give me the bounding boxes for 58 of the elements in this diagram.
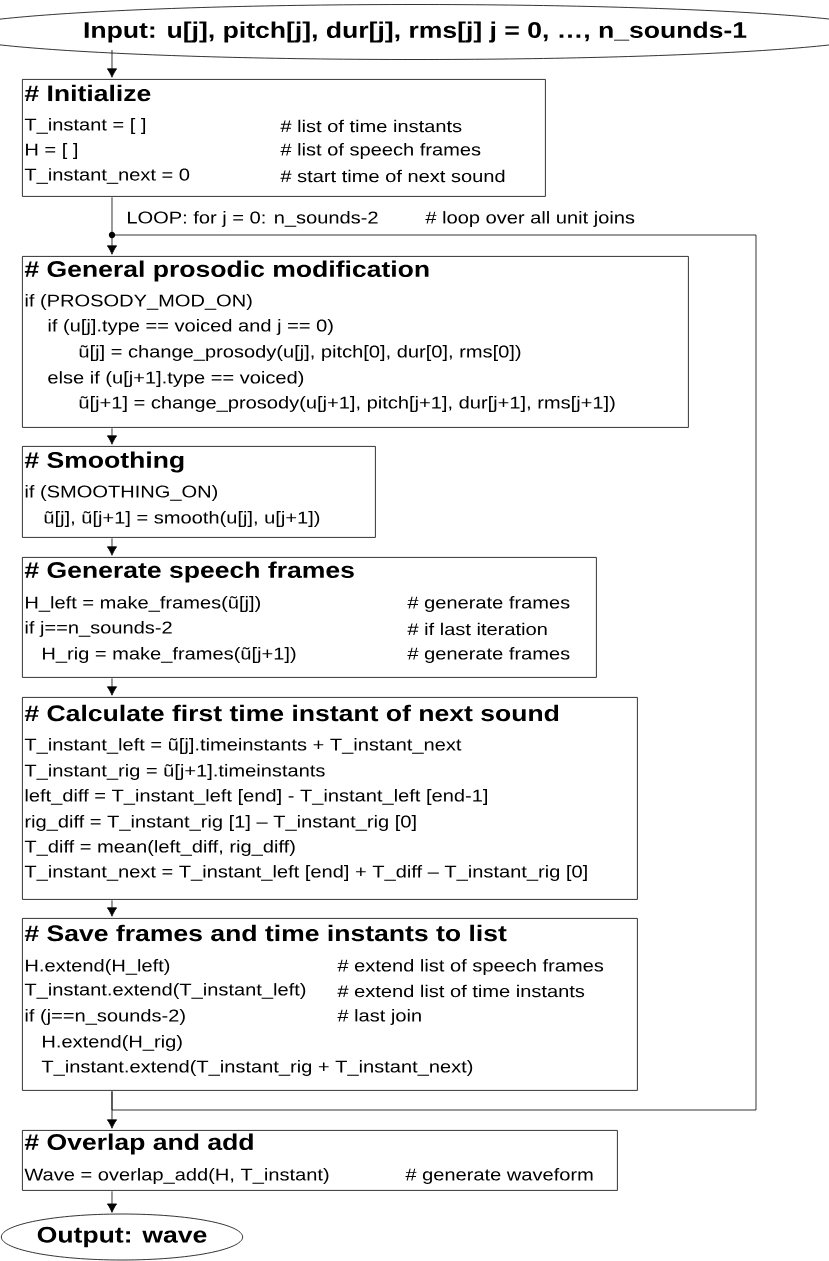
code-line: T_instant_next = T_instant_left [end] + T_diff – T_instant_rig [0] [24, 865, 587, 881]
process-box [22, 79, 546, 197]
code-line: T_instant = [ ] [24, 118, 146, 134]
code-line: ũ[j] = change_prosody(u[j], pitch[0], dur[0], rms[0]) [79, 345, 521, 361]
code-line: left_diff = T_instant_left [end] - T_instant_left [end-1] [25, 789, 487, 805]
code-comment: # loop over all unit joins [425, 211, 635, 227]
arrow [106, 677, 118, 696]
code-line: if (PROSODY_MOD_ON) [25, 294, 252, 310]
process-box [22, 1130, 618, 1191]
code-comment: # extend list of time instants [337, 984, 585, 998]
code-line: H.extend(H_left) [26, 959, 170, 975]
step-heading: # Save frames and time instants to list [24, 924, 507, 942]
code-line: T_diff = mean(left_diff, rig_diff) [24, 840, 295, 856]
arrow [106, 1190, 118, 1213]
process-box [22, 446, 376, 538]
code-comment: # start time of next sound [280, 169, 505, 183]
step-heading: # Calculate first time instant of next sound [24, 704, 559, 722]
process-box [22, 918, 638, 1091]
code-line: H.extend(H_rig) [43, 1035, 182, 1051]
code-comment: # list of time instants [280, 119, 462, 133]
code-line: Wave = overlap_add(H, T_instant) [24, 1168, 329, 1184]
step-heading: # General prosodic modification [24, 260, 429, 282]
arrow [106, 427, 118, 445]
code-comment: # generate frames [407, 596, 570, 612]
arrow [106, 49, 118, 78]
arrow [106, 537, 118, 556]
arrow [106, 1090, 118, 1129]
code-line: T_instant.extend(T_instant_rig + T_instant_next) [41, 1060, 473, 1076]
code-line: H_left = make_frames(ũ[j]) [26, 596, 261, 612]
code-line: T_instant.extend(T_instant_left) [24, 983, 306, 999]
code-comment: # if last iteration [407, 622, 547, 636]
code-line: if (u[j].type == voiced and j == 0) [48, 319, 333, 335]
code-line: rig_diff = T_instant_rig [1] – T_instant_rig [0] [25, 815, 416, 831]
code-line: if (SMOOTHING_ON) [25, 485, 218, 501]
edge-label: LOOP: for j = 0: n_sounds-2 [125, 210, 380, 228]
code-line: if j==n_sounds-2 [25, 621, 172, 637]
code-line: else if (u[j+1].type == voiced) [48, 371, 304, 387]
code-line: T_instant_next = 0 [24, 168, 190, 184]
step-heading: # Initialize [24, 84, 151, 102]
code-line: ũ[j+1] = change_prosody(u[j+1], pitch[j+1], dur[j+1], rms[j+1]) [79, 396, 615, 412]
code-line: ũ[j], ũ[j+1] = smooth(u[j], u[j+1]) [44, 511, 320, 527]
code-comment: # generate waveform [405, 1168, 593, 1184]
code-line: T_instant_rig = ũ[j+1].timeinstants [24, 764, 325, 780]
code-comment: # generate frames [407, 647, 570, 663]
code-comment: # list of speech frames [280, 143, 481, 159]
arrow [106, 899, 118, 917]
process-box [22, 256, 689, 428]
process-box [22, 697, 638, 900]
code-comment: # extend list of speech frames [337, 959, 604, 975]
code-line: H = [ ] [26, 143, 77, 159]
code-comment: # last join [337, 1009, 421, 1025]
code-line: H_rig = make_frames(ũ[j+1]) [43, 647, 296, 663]
step-heading: # Overlap and add [24, 1133, 253, 1155]
step-heading: # Smoothing [24, 451, 184, 473]
code-line: T_instant_left = ũ[j].timeinstants + T_instant_next [24, 738, 462, 754]
step-heading: # Generate speech frames [24, 561, 354, 583]
process-box [22, 557, 597, 678]
code-line: if (j==n_sounds-2) [25, 1009, 185, 1025]
